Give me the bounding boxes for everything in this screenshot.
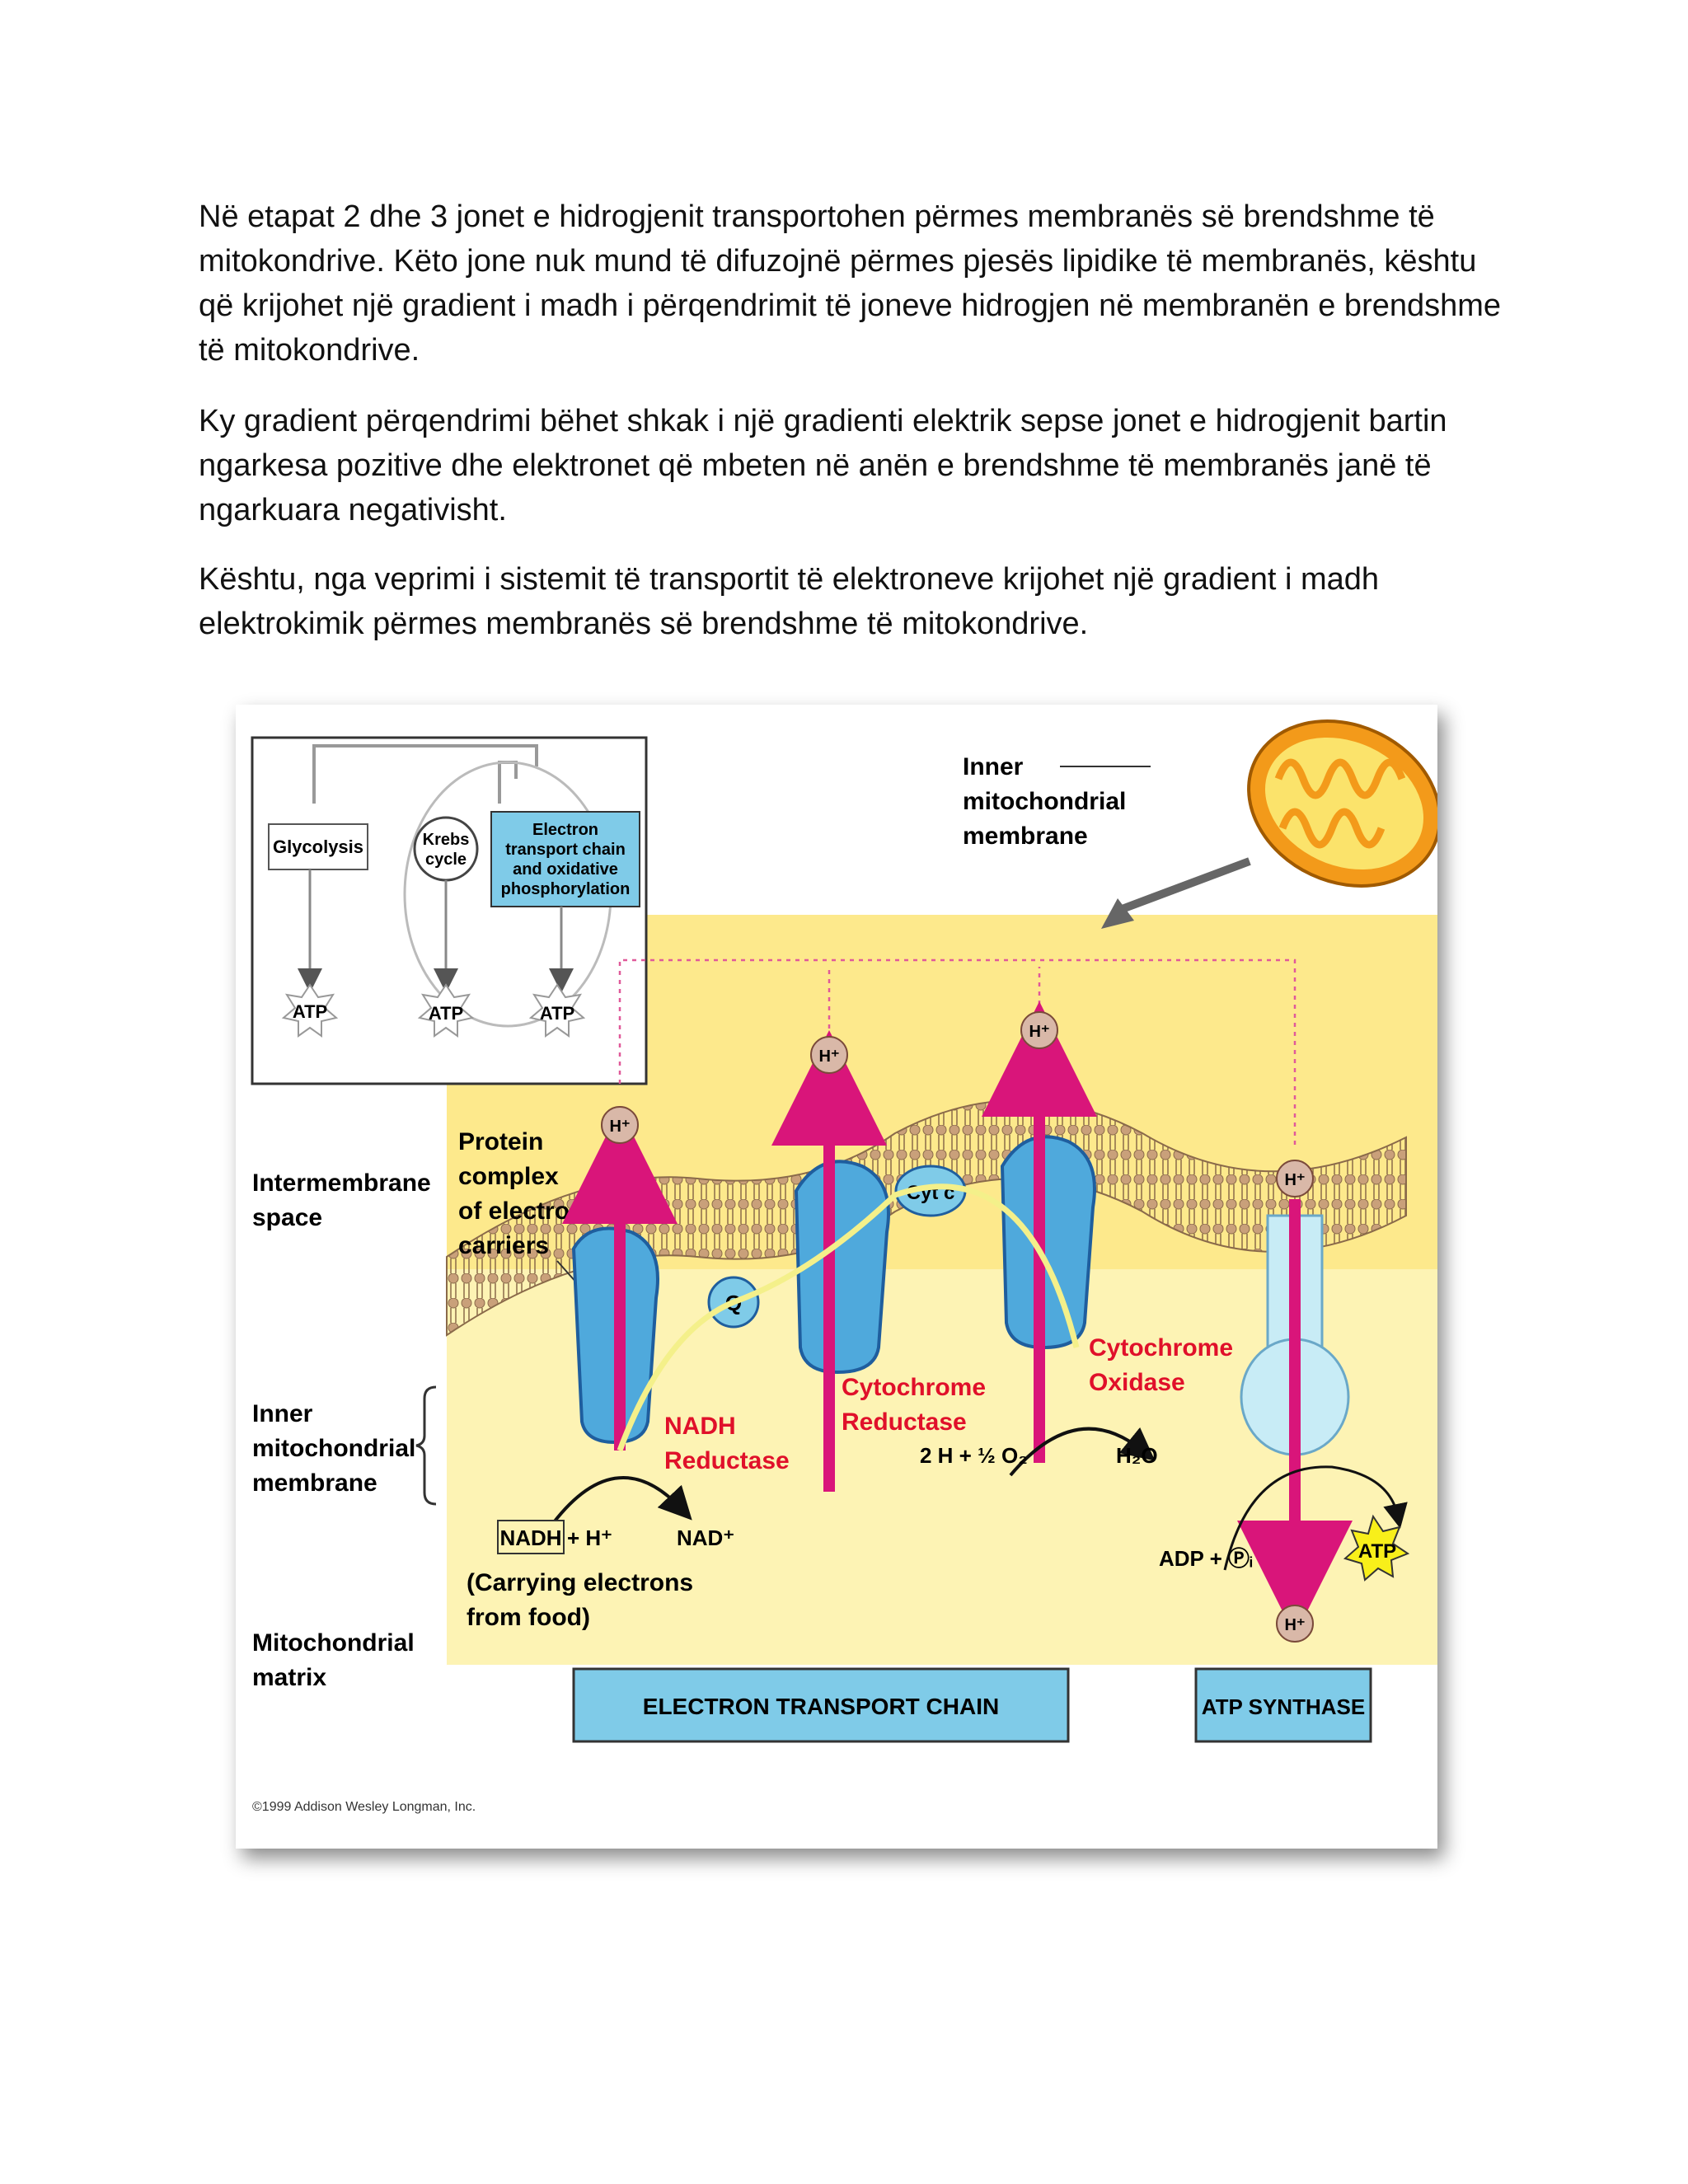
nadh-reductase-label-2: Reductase <box>664 1447 790 1474</box>
etc-inset-label-3: and oxidative <box>513 860 618 879</box>
paragraph-1: Në etapat 2 dhe 3 jonet e hidrogjenit tr… <box>199 199 1502 368</box>
inset-atp-1: ATP <box>293 1001 327 1022</box>
copyright-label: ©1999 Addison Wesley Longman, Inc. <box>252 1800 476 1814</box>
krebs-label-1: Krebs <box>423 831 470 849</box>
atp-star-1 <box>281 983 339 1038</box>
callout-label-2: mitochondrial <box>963 788 1126 815</box>
callout-label-1: Inner <box>963 753 1024 780</box>
zoom-arrow <box>1101 898 1134 929</box>
inner-membrane-label-3: membrane <box>252 1469 377 1497</box>
water-label: H₂O <box>1116 1443 1158 1468</box>
protein-complex-label-4: carriers <box>458 1232 549 1259</box>
intermembrane-label-2: space <box>252 1204 322 1231</box>
atp-reaction-arc <box>1223 1465 1408 1571</box>
lipid-bilayer <box>446 1099 1407 1337</box>
h-ion-label-1: H⁺ <box>610 1118 631 1136</box>
mitochondrion-illustration <box>1101 719 1437 929</box>
cytochrome-oxidase-label-1: Cytochrome <box>1089 1334 1233 1361</box>
h-ion-5 <box>1276 1605 1314 1643</box>
matrix-label-2: matrix <box>252 1664 326 1691</box>
atp-star-2 <box>417 983 475 1038</box>
cytochrome-reductase-label-2: Reductase <box>842 1408 967 1436</box>
atp-star-3 <box>528 983 586 1038</box>
membrane-bracket <box>415 1385 437 1506</box>
atp-product-label: ATP <box>1358 1540 1396 1563</box>
h-ion-label-5: H⁺ <box>1285 1616 1306 1634</box>
h-ion-1 <box>601 1106 639 1144</box>
h-ion-4 <box>1276 1160 1314 1197</box>
atp-synthase-complex: H⁺ H⁺ <box>1237 1160 1353 1643</box>
oxygen-reaction-arc <box>1009 1427 1156 1477</box>
electron-transport-figure: Glycolysis Krebs cycle Electron transpor… <box>236 705 1437 1849</box>
complex-cytochrome-oxidase: H⁺ <box>982 1001 1097 1463</box>
nadh-box <box>497 1520 565 1554</box>
krebs-cycle-circle <box>413 816 479 882</box>
adp-pi-label: ADP + Ⓟᵢ <box>1159 1546 1253 1571</box>
intermembrane-label-1: Intermembrane <box>252 1169 431 1197</box>
pathway-inset: Glycolysis Krebs cycle Electron transpor… <box>251 736 648 1085</box>
protein-complex-label-3: of electron <box>458 1197 584 1225</box>
inset-atp-3: ATP <box>540 1003 574 1024</box>
carrying-label-2: from food) <box>467 1604 590 1631</box>
inner-membrane-label-2: mitochondrial <box>252 1435 415 1462</box>
glycolysis-label: Glycolysis <box>273 837 363 857</box>
h-ion-label-4: H⁺ <box>1285 1171 1306 1189</box>
cytochrome-oxidase-label-2: Oxidase <box>1089 1369 1185 1396</box>
h-ion-label-2: H⁺ <box>819 1047 840 1066</box>
etc-diagram: Glycolysis Krebs cycle Electron transpor… <box>251 719 1437 1814</box>
electron-path <box>617 1183 1080 1452</box>
etc-inset-label-4: phosphorylation <box>501 880 631 898</box>
matrix-label-1: Mitochondrial <box>252 1629 415 1657</box>
protein-complex-label-2: complex <box>458 1163 559 1190</box>
complex-cytochrome-reductase: H⁺ <box>771 1030 890 1492</box>
h-ion-3 <box>1020 1011 1058 1049</box>
nadh-reaction-arc <box>547 1476 692 1530</box>
atp-product-star <box>1343 1514 1410 1582</box>
paragraph-2: Ky gradient përqendrimi bëhet shkak i nj… <box>199 404 1447 527</box>
protein-complex-label-1: Protein <box>458 1128 543 1155</box>
paragraph-3: Kështu, nga veprimi i sistemit të transp… <box>199 562 1380 641</box>
callout-label-3: membrane <box>963 823 1088 850</box>
complex-nadh-reductase: H⁺ <box>562 1106 678 1451</box>
h-ion-label-3: H⁺ <box>1029 1023 1050 1041</box>
etc-inset-label-1: Electron <box>532 821 598 839</box>
etc-box-label: ELECTRON TRANSPORT CHAIN <box>643 1694 999 1719</box>
inset-atp-2: ATP <box>429 1003 463 1024</box>
h-ion-2 <box>810 1036 848 1074</box>
nadh-reductase-label-1: NADH <box>664 1413 736 1440</box>
inner-membrane-label-1: Inner <box>252 1400 313 1427</box>
nadh-plus-label: + H⁺ <box>567 1526 612 1550</box>
etc-box <box>572 1667 1070 1743</box>
nadh-label: NADH <box>499 1526 561 1550</box>
atp-synthase-box-label: ATP SYNTHASE <box>1202 1694 1365 1719</box>
etc-inset-label-2: transport chain <box>505 841 626 859</box>
oxygen-reaction-label: 2 H + ½ O₂ <box>920 1443 1028 1468</box>
cytochrome-reductase-label-1: Cytochrome <box>842 1374 986 1401</box>
nad-plus-label: NAD⁺ <box>677 1526 734 1550</box>
glycolysis-box <box>268 823 368 870</box>
etc-inset-box <box>490 811 640 907</box>
carrying-label-1: (Carrying electrons <box>467 1569 693 1596</box>
krebs-label-2: cycle <box>425 851 467 869</box>
atp-synthase-box <box>1194 1667 1372 1743</box>
